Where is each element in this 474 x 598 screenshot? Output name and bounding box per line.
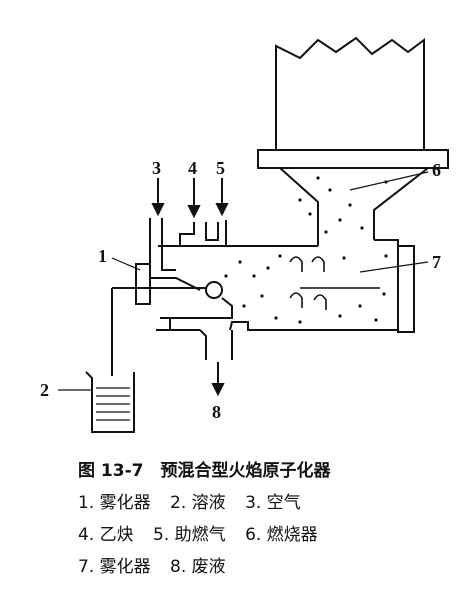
label-1: 1: [98, 246, 107, 266]
burner-funnel: [279, 167, 429, 246]
nebulizer-bar: [135, 263, 151, 305]
legend-item: 3. 空气: [245, 493, 301, 513]
atomizer-diagram: 1 2 3 4 5 6 7 8: [40, 36, 449, 433]
aerosol-dots: [224, 176, 388, 324]
beaker-liquid: [96, 387, 130, 421]
capillary-tube: [112, 277, 210, 291]
burner-head: [275, 36, 425, 150]
label-8: 8: [212, 402, 221, 422]
label-6: 6: [432, 160, 441, 180]
legend-item: 5. 助燃气: [153, 525, 226, 545]
leader-7: [359, 261, 429, 273]
oxidant-inlet: [205, 220, 227, 246]
label-4: 4: [188, 158, 197, 178]
chamber-end-plate: [397, 245, 415, 333]
legend-item: 7. 雾化器: [78, 557, 151, 577]
acetylene-inlet: [179, 222, 195, 246]
burner-base-plate: [257, 149, 449, 169]
label-7: 7: [432, 252, 441, 272]
bead-holder: [160, 297, 233, 330]
legend-item: 2. 溶液: [170, 493, 226, 513]
legend-item: 1. 雾化器: [78, 493, 151, 513]
leader-1: [111, 257, 141, 271]
legend-row: 7. 雾化器 8. 废液: [78, 552, 240, 577]
legend-item: 8. 废液: [170, 557, 226, 577]
legend-item: 6. 燃烧器: [245, 525, 318, 545]
legend-item: 4. 乙炔: [78, 525, 134, 545]
label-3: 3: [152, 158, 161, 178]
beaker: [85, 371, 135, 433]
swirl-arrow: [289, 256, 327, 310]
legend-row: 1. 雾化器 2. 溶液 3. 空气: [78, 488, 315, 513]
label-5: 5: [216, 158, 225, 178]
label-2: 2: [40, 380, 49, 400]
legend-row: 4. 乙炔 5. 助燃气 6. 燃烧器: [78, 520, 332, 545]
impact-bead: [205, 281, 223, 299]
leader-6: [349, 171, 429, 191]
mixing-chamber: [156, 239, 399, 360]
air-inlet: [149, 218, 176, 302]
caption-title: 图 13-7 预混合型火焰原子化器: [78, 461, 331, 481]
